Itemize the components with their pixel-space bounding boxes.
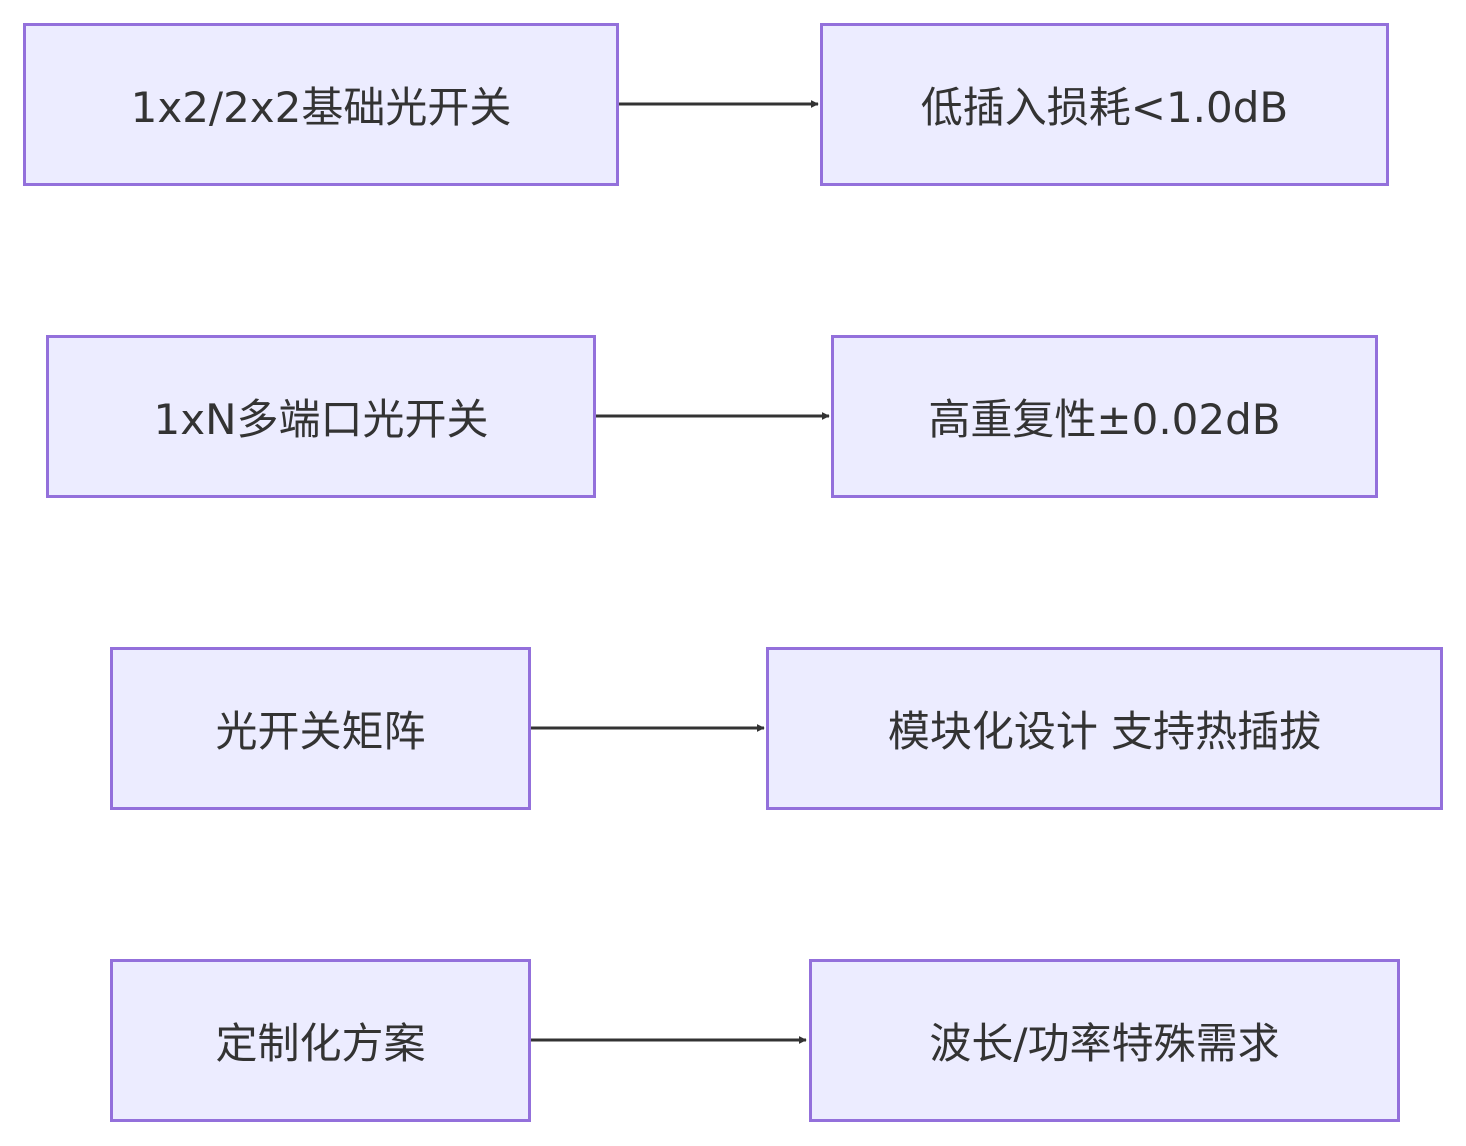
node-multiport-switch: 1xN多端口光开关 (46, 335, 596, 498)
node-label: 光开关矩阵 (215, 707, 426, 756)
node-label: 1x2/2x2基础光开关 (130, 83, 512, 132)
node-special-requirements: 波长/功率特殊需求 (809, 959, 1400, 1122)
node-label: 波长/功率特殊需求 (929, 1019, 1280, 1068)
node-label: 高重复性±0.02dB (928, 395, 1281, 444)
node-high-repeatability: 高重复性±0.02dB (831, 335, 1378, 498)
node-label: 模块化设计 支持热插拔 (887, 707, 1322, 756)
node-custom-solution: 定制化方案 (110, 959, 531, 1122)
node-basic-switch: 1x2/2x2基础光开关 (23, 23, 619, 186)
node-label: 定制化方案 (215, 1019, 426, 1068)
node-label: 1xN多端口光开关 (153, 395, 489, 444)
node-label: 低插入损耗<1.0dB (920, 83, 1289, 132)
node-modular-design: 模块化设计 支持热插拔 (766, 647, 1443, 810)
node-low-insertion-loss: 低插入损耗<1.0dB (820, 23, 1389, 186)
node-switch-matrix: 光开关矩阵 (110, 647, 531, 810)
